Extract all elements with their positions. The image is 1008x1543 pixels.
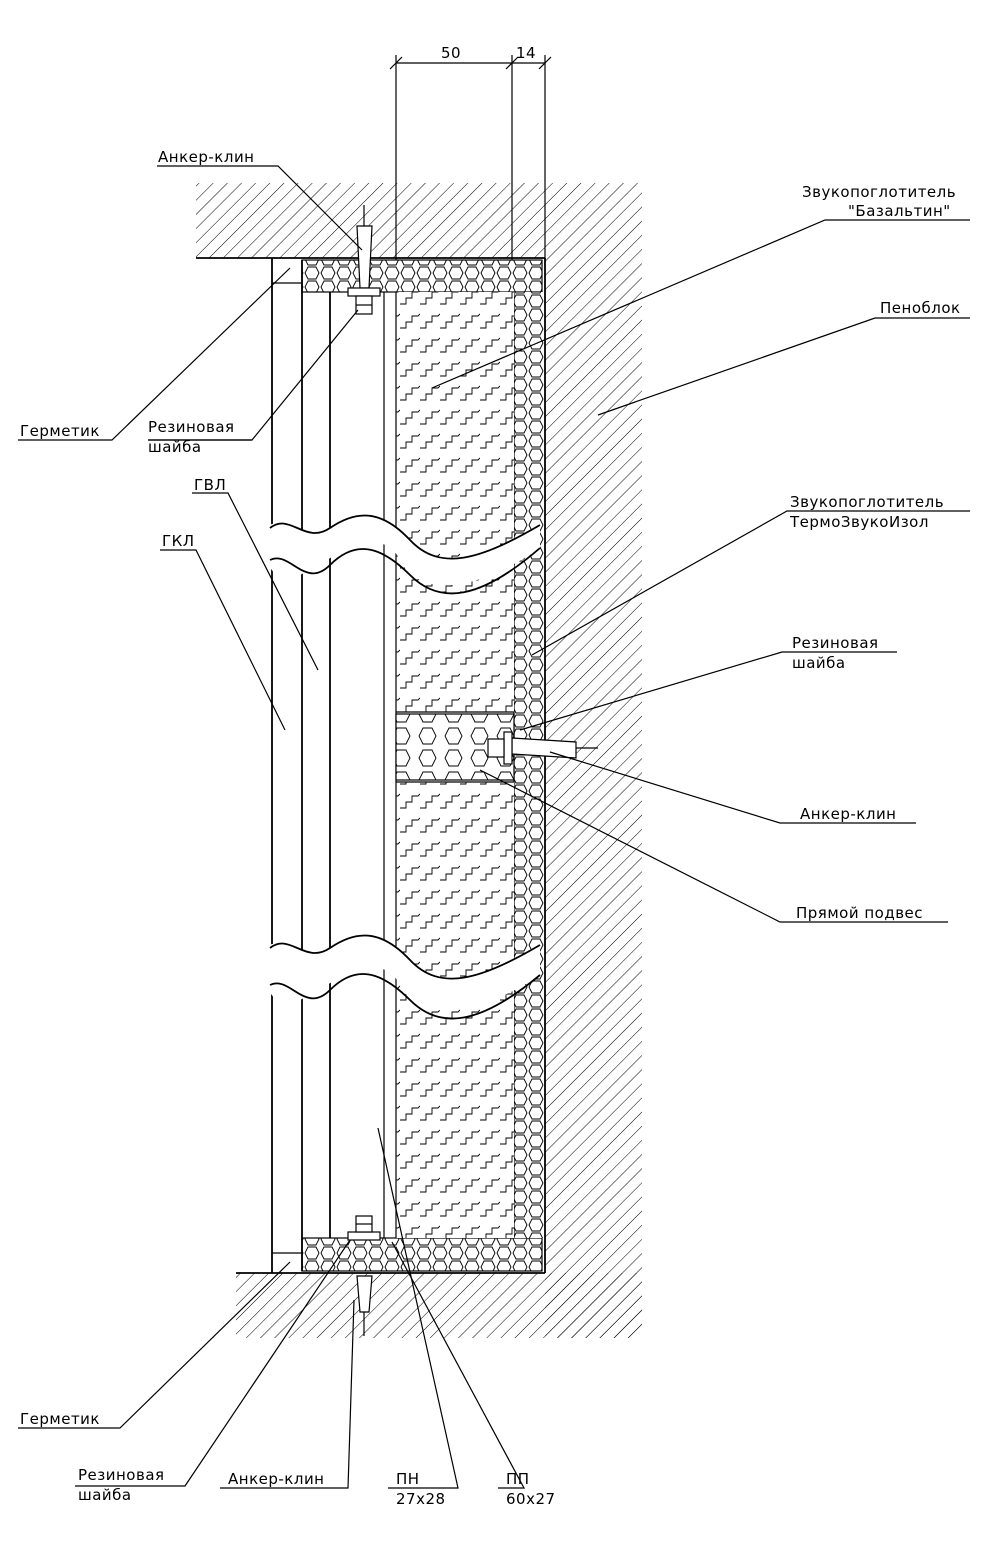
anchor-middle — [487, 731, 598, 765]
label-basaltin-2: "Базальтин" — [848, 202, 951, 220]
break-line-upper — [262, 514, 541, 595]
floor-slab — [236, 1273, 642, 1338]
label-thermo-1: Звукопоглотитель — [790, 493, 944, 511]
foam-block-wall — [545, 258, 642, 1338]
label-pp-2: 60x27 — [506, 1490, 556, 1508]
label-washer-mid-1: Резиновая — [792, 634, 879, 652]
dimension-line — [389, 55, 552, 260]
ceiling-slab — [196, 183, 642, 258]
label-washer-bottom-2: шайба — [78, 1486, 132, 1504]
thermozvukoizol-layer — [513, 292, 544, 1238]
bottom-seal-strip — [301, 1237, 543, 1272]
label-pn-2: 27x28 — [396, 1490, 446, 1508]
label-sealant-top: Герметик — [20, 422, 100, 440]
label-pp-1: ПП — [506, 1470, 530, 1488]
dimension-50: 50 — [441, 44, 461, 62]
label-hanger: Прямой подвес — [796, 904, 923, 922]
anchor-top — [347, 205, 381, 315]
break-line-lower — [262, 934, 541, 1020]
label-basaltin-1: Звукопоглотитель — [802, 183, 956, 201]
leader-lines — [18, 165, 970, 1489]
dimension-14: 14 — [516, 44, 536, 62]
top-seal-strip — [301, 259, 543, 293]
anchor-bottom — [347, 1215, 381, 1336]
label-washer-top-1: Резиновая — [148, 418, 235, 436]
label-pn-1: ПН — [396, 1470, 420, 1488]
label-gvl: ГВЛ — [194, 476, 226, 494]
label-anchor-bottom: Анкер-клин — [228, 1470, 325, 1488]
label-anchor-mid: Анкер-клин — [800, 805, 897, 823]
label-washer-top-2: шайба — [148, 438, 202, 456]
label-thermo-2: ТермоЗвукоИзол — [789, 513, 929, 531]
label-sealant-bottom: Герметик — [20, 1410, 100, 1428]
label-gkl: ГКЛ — [162, 532, 195, 550]
label-anchor-top: Анкер-клин — [158, 148, 255, 166]
label-washer-bottom-1: Резиновая — [78, 1466, 165, 1484]
gkl-sheet — [271, 258, 303, 1273]
label-foamblock: Пеноблок — [880, 299, 961, 317]
label-washer-mid-2: шайба — [792, 654, 846, 672]
